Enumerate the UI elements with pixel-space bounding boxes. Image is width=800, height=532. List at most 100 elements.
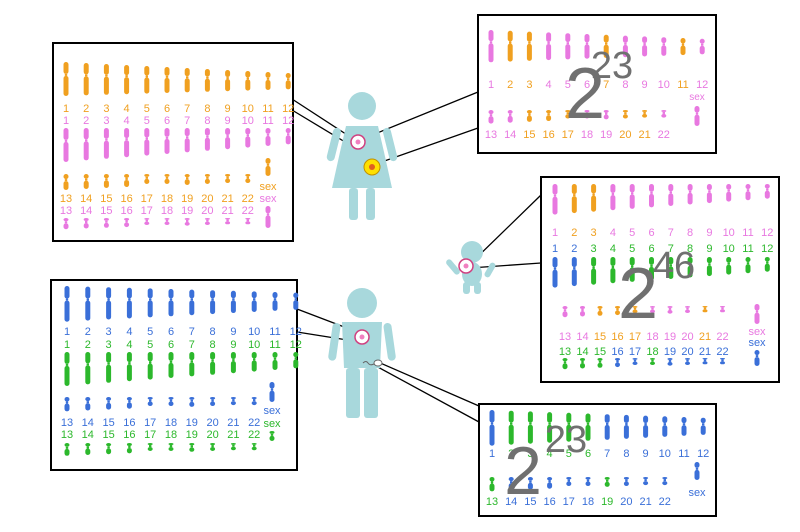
pair-label: 4 [610, 243, 616, 255]
pair-label: 19 [181, 193, 193, 205]
pair-label: 13 [559, 331, 571, 343]
chromosome [754, 304, 760, 324]
pair-label: 2 [508, 448, 514, 460]
pair-label: 13 [60, 193, 72, 205]
pair-label: 4 [126, 326, 132, 338]
chromosome [293, 292, 299, 310]
chromosome [204, 218, 210, 225]
pair-label: 15 [523, 129, 535, 141]
leg-right [366, 188, 375, 220]
chromosome [245, 174, 251, 183]
panel-frame [540, 176, 780, 383]
chromosome [667, 358, 673, 366]
pair-label: 12 [282, 103, 294, 115]
pair-label: 4 [124, 103, 130, 115]
pair-label: 8 [204, 115, 210, 127]
chromosome [649, 184, 654, 208]
torso [342, 322, 382, 368]
pair-label: 4 [126, 339, 132, 351]
pair-label: 2 [85, 339, 91, 351]
chromosome [610, 257, 616, 284]
chromosome [265, 128, 271, 146]
pair-label: 10 [248, 326, 260, 338]
pair-label: 10 [242, 115, 254, 127]
chromosome [245, 71, 251, 91]
chromosome [507, 30, 513, 62]
chromosome [489, 477, 495, 492]
pair-label: 14 [504, 129, 516, 141]
chromosome [63, 218, 69, 230]
pair-label: 12 [761, 227, 773, 239]
pair-label: 8 [210, 339, 216, 351]
chromosome [720, 358, 725, 365]
pair-label: 14 [505, 496, 517, 508]
pair-label: 2 [507, 79, 513, 91]
pair-label: 7 [668, 243, 674, 255]
pair-label: 20 [206, 417, 218, 429]
chromosome [642, 110, 648, 118]
chromosome [604, 414, 610, 440]
chromosome [604, 477, 610, 487]
chromosome [566, 412, 572, 442]
pair-label: 20 [201, 193, 213, 205]
pair-label: 6 [584, 79, 590, 91]
pair-label: 18 [646, 346, 658, 358]
chromosome [83, 218, 89, 229]
mother-figure [326, 92, 398, 220]
pair-label: 21 [699, 331, 711, 343]
chromosome [662, 416, 668, 437]
pair-label: 9 [643, 448, 649, 460]
pair-label: 19 [664, 346, 676, 358]
pair-label: 11 [678, 448, 689, 460]
sex-label: sex [688, 487, 706, 499]
pair-label: 3 [106, 326, 112, 338]
pair-label: 3 [591, 227, 597, 239]
chromosome [64, 443, 70, 456]
pair-label: 11 [742, 227, 753, 239]
pair-label: 12 [761, 243, 773, 255]
chromosome [488, 30, 494, 63]
pair-label: 20 [681, 346, 693, 358]
pair-label: 8 [204, 103, 210, 115]
chromosome [124, 174, 130, 187]
chromosome [650, 358, 655, 365]
chromosome [164, 218, 170, 225]
pair-label: 15 [594, 346, 606, 358]
chromosome [103, 64, 109, 95]
pair-label: 15 [102, 429, 114, 441]
chromosome [272, 352, 278, 370]
pair-label: 7 [603, 79, 609, 91]
pair-label: 5 [147, 339, 153, 351]
chromosome [204, 69, 210, 92]
chromosome [629, 257, 635, 282]
chromosome [265, 72, 271, 90]
chromosome [126, 397, 132, 409]
pair-label: 3 [527, 448, 533, 460]
chromosome [64, 286, 70, 322]
pair-label: 14 [576, 346, 588, 358]
chromosome [245, 218, 251, 225]
leg-right [474, 282, 481, 294]
chromosome [764, 257, 770, 272]
chromosome [623, 477, 629, 486]
chromosome [668, 184, 674, 206]
pair-label: 5 [147, 326, 153, 338]
pair-label: 3 [591, 243, 597, 255]
pair-label: 9 [230, 339, 236, 351]
connector-line [377, 361, 480, 407]
chromosome [251, 397, 257, 406]
chromosome [527, 411, 533, 444]
pair-label: 16 [123, 417, 135, 429]
pair-label: 7 [184, 103, 190, 115]
pair-label: 17 [629, 331, 641, 343]
pair-label: 1 [552, 227, 558, 239]
pair-label: 22 [716, 346, 728, 358]
pair-label: 9 [706, 227, 712, 239]
pair-label: 14 [80, 205, 92, 217]
pair-label: 21 [638, 129, 650, 141]
chromosome [225, 128, 231, 150]
